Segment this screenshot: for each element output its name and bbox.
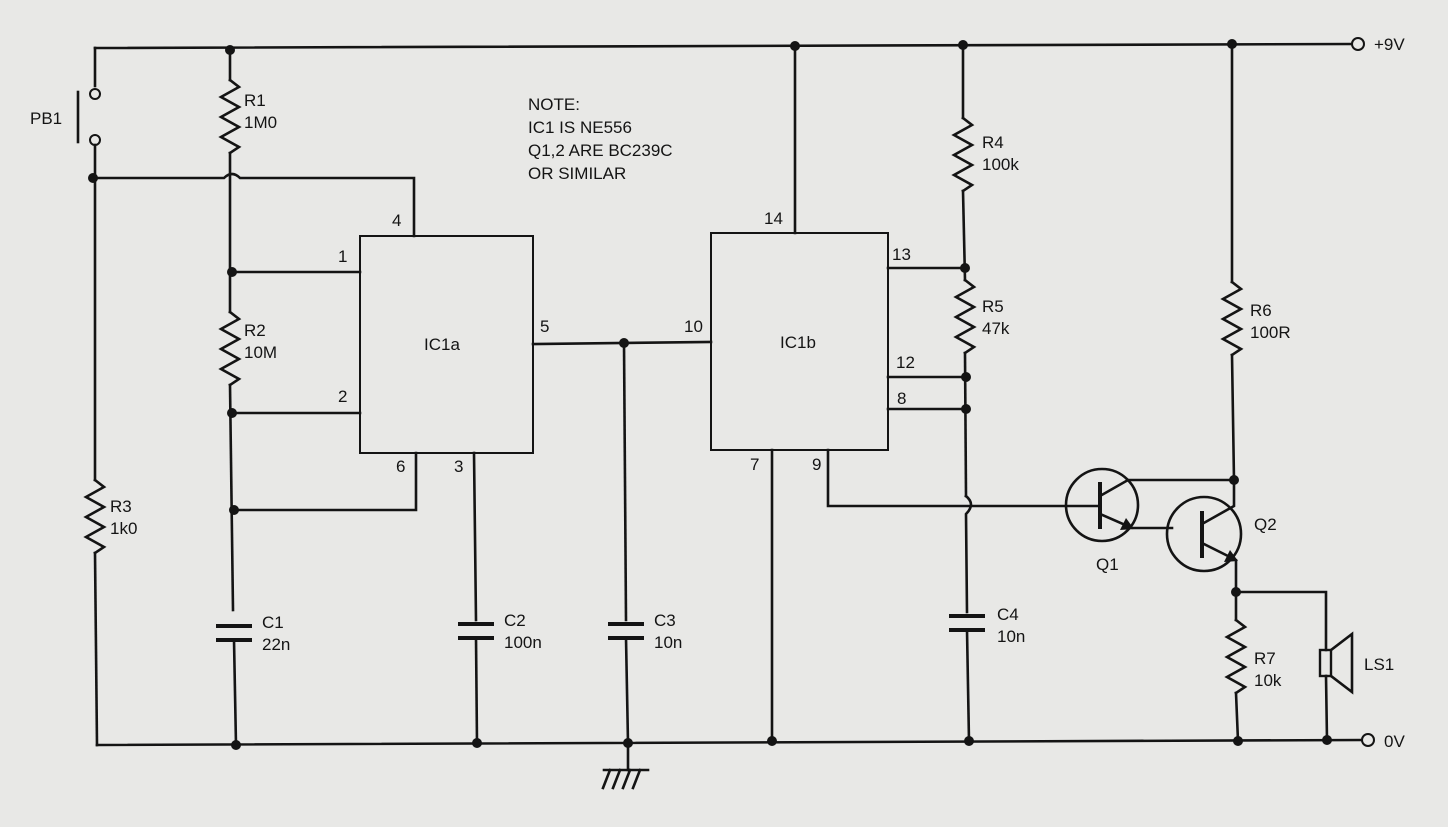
ic1b-pin7: 7 [750,455,759,474]
capacitor-c1 [216,624,252,642]
ic1b-pin10: 10 [684,317,703,336]
resistor-r6 [1220,280,1244,357]
q2-label: Q2 [1254,515,1277,534]
ic1b-pin9: 9 [812,455,821,474]
ic1b-label: IC1b [780,333,816,352]
wire-r6-bottom [1230,353,1236,482]
ic1a-pin5: 5 [540,317,549,336]
ic1a-pin1: 1 [338,247,347,266]
ic1a-pin4: 4 [392,211,401,230]
resistor-r5 [953,278,977,355]
wire-to-pin4 [91,172,416,238]
c4-value: 10n [997,627,1025,646]
c2-ref: C2 [504,611,526,630]
r1-ref: R1 [244,91,266,110]
wire-r2-bottom [228,383,235,612]
transistor-q1 [1064,467,1234,543]
r1-value: 1M0 [244,113,277,132]
note-line: OR SIMILAR [528,164,626,183]
ic1b-pin12: 12 [896,353,915,372]
wire-c3-bottom [624,636,630,745]
resistor-r4 [951,116,975,193]
ic1b-pin13: 13 [892,245,911,264]
resistor-r7 [1224,618,1248,695]
r3-value: 1k0 [110,519,137,538]
q1-label: Q1 [1096,555,1119,574]
wire-c3-top [622,341,628,622]
wire-c4-column-hop [964,494,973,614]
chassis-ground-symbol [601,741,650,790]
wire-to-speaker [1234,590,1328,652]
ground-rail-wire [95,738,1364,747]
r5-ref: R5 [982,297,1004,316]
capacitor-c2 [458,622,494,640]
r5-value: 47k [982,319,1010,338]
junction-dot [1233,736,1243,746]
r7-value: 10k [1254,671,1282,690]
junction-dot [623,738,633,748]
wire-c2-bottom [474,636,479,745]
ls1-label: LS1 [1364,655,1394,674]
r6-value: 100R [1250,323,1291,342]
r4-value: 100k [982,155,1019,174]
ic1b-pin8: 8 [897,389,906,408]
ic1a-pin2: 2 [338,387,347,406]
junction-dot [472,738,482,748]
wire-c1-bottom [232,638,238,747]
supply-terminal [1351,37,1365,51]
junction-dot [767,736,777,746]
wire-pin9-to-q1-base [826,448,1102,508]
speaker-ls1 [1318,631,1354,742]
wire-pin6 [232,451,418,512]
ic1b-pin14: 14 [764,209,783,228]
note-line: IC1 IS NE556 [528,118,632,137]
pushbutton-pb1 [76,88,101,180]
capacitor-c4 [949,614,985,632]
c1-ref: C1 [262,613,284,632]
wire-r7-bottom [1234,691,1240,743]
junction-dot [964,736,974,746]
r6-ref: R6 [1250,301,1272,320]
wire-c4-bottom [965,628,971,743]
junction-dot [1322,735,1332,745]
r2-ref: R2 [244,321,266,340]
note-block: NOTE: IC1 IS NE556 Q1,2 ARE BC239C OR SI… [528,95,673,183]
ground-terminal [1361,733,1375,747]
ic1a-label: IC1a [424,335,460,354]
ic1b-box [710,232,889,451]
transistor-q2 [1165,478,1243,622]
resistor-r2 [218,310,242,387]
junction-dot [231,740,241,750]
r4-ref: R4 [982,133,1004,152]
c1-value: 22n [262,635,290,654]
supply-label: +9V [1374,35,1405,54]
c4-ref: C4 [997,605,1019,624]
ic1a-pin3: 3 [454,457,463,476]
capacitor-c3 [608,622,644,640]
c3-value: 10n [654,633,682,652]
c2-value: 100n [504,633,542,652]
ic1a-pin6: 6 [396,457,405,476]
ground-label: 0V [1384,732,1405,751]
note-line: Q1,2 ARE BC239C [528,141,673,160]
r2-value: 10M [244,343,277,362]
resistor-r1 [218,78,242,155]
wire-r3-bottom [93,551,99,747]
wire-pin3 [472,451,478,622]
r7-ref: R7 [1254,649,1276,668]
supply-rail-wire [93,42,1354,50]
r3-ref: R3 [110,497,132,516]
c3-ref: C3 [654,611,676,630]
pb1-label: PB1 [30,109,62,128]
resistor-r3 [83,478,107,555]
note-line: NOTE: [528,95,580,114]
